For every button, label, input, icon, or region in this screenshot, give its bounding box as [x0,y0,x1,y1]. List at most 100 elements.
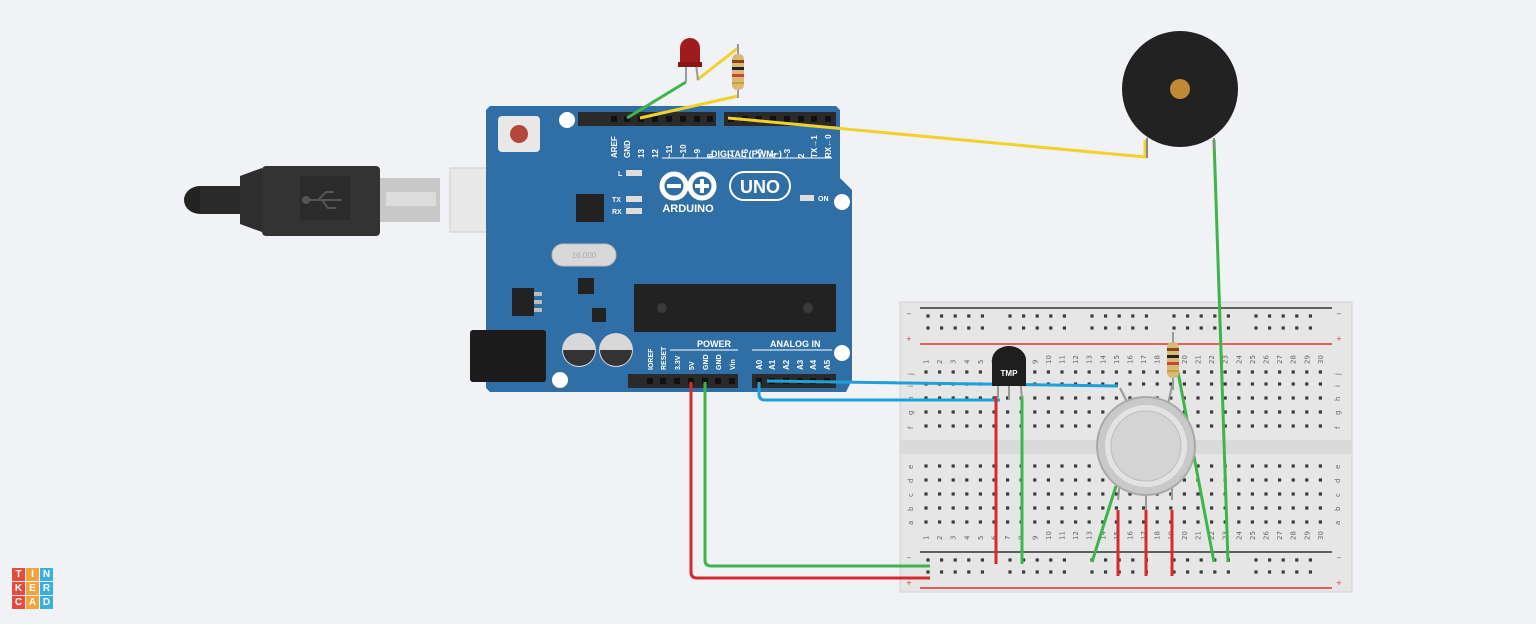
breadboard-hole[interactable] [1049,314,1053,318]
breadboard-hole[interactable] [1046,396,1050,400]
digital-header-left[interactable] [578,112,716,126]
breadboard-hole[interactable] [978,506,982,510]
breadboard-hole[interactable] [1033,370,1037,374]
breadboard-hole[interactable] [1278,382,1282,386]
breadboard-hole[interactable] [1308,326,1312,330]
breadboard-hole[interactable] [1131,558,1135,562]
breadboard-hole[interactable] [1210,370,1214,374]
breadboard-hole[interactable] [1237,410,1241,414]
breadboard-hole[interactable] [940,570,944,574]
breadboard-hole[interactable] [938,492,942,496]
wire-a1-blue[interactable] [766,379,1119,388]
breadboard-hole[interactable] [992,478,996,482]
breadboard-hole[interactable] [1155,382,1159,386]
breadboard-hole[interactable] [1101,396,1105,400]
breadboard-hole[interactable] [1033,464,1037,468]
breadboard-hole[interactable] [1196,370,1200,374]
header-pin[interactable] [715,378,721,384]
breadboard-hole[interactable] [1291,370,1295,374]
breadboard-hole[interactable] [1049,558,1053,562]
breadboard-hole[interactable] [1250,410,1254,414]
breadboard-hole[interactable] [1087,520,1091,524]
wire-gnd-green[interactable] [703,382,930,568]
breadboard-hole[interactable] [1223,370,1227,374]
breadboard-hole[interactable] [1144,314,1148,318]
breadboard-hole[interactable] [1142,370,1146,374]
breadboard-hole[interactable] [1291,382,1295,386]
breadboard-hole[interactable] [1281,570,1285,574]
breadboard-hole[interactable] [965,410,969,414]
breadboard-hole[interactable] [1237,382,1241,386]
breadboard-hole[interactable] [1250,478,1254,482]
breadboard-hole[interactable] [1104,326,1108,330]
arduino-uno-board[interactable]: 16.000 ARDUINO UNO L [470,106,852,392]
breadboard-hole[interactable] [1062,326,1066,330]
breadboard-hole[interactable] [1008,570,1012,574]
breadboard-hole[interactable] [1186,314,1190,318]
breadboard-hole[interactable] [1237,520,1241,524]
breadboard-hole[interactable] [1169,506,1173,510]
breadboard-hole[interactable] [1101,382,1105,386]
breadboard-hole[interactable] [1226,570,1230,574]
breadboard-hole[interactable] [1278,410,1282,414]
breadboard-hole[interactable] [978,370,982,374]
breadboard-hole[interactable] [924,520,928,524]
breadboard-hole[interactable] [1295,326,1299,330]
breadboard-hole[interactable] [1172,326,1176,330]
breadboard-hole[interactable] [1318,370,1322,374]
breadboard-hole[interactable] [1114,370,1118,374]
breadboard-hole[interactable] [965,424,969,428]
breadboard-hole[interactable] [980,570,984,574]
breadboard-hole[interactable] [1128,382,1132,386]
breadboard-hole[interactable] [1196,396,1200,400]
breadboard-hole[interactable] [1060,520,1064,524]
breadboard-hole[interactable] [1254,558,1258,562]
breadboard-hole[interactable] [1074,410,1078,414]
wire-led-yellow-2[interactable] [639,94,739,120]
breadboard-hole[interactable] [951,506,955,510]
breadboard-hole[interactable] [1223,382,1227,386]
breadboard-hole[interactable] [965,464,969,468]
breadboard-hole[interactable] [1305,464,1309,468]
breadboard-hole[interactable] [1087,424,1091,428]
breadboard-hole[interactable] [1090,570,1094,574]
header-pin[interactable] [660,378,666,384]
breadboard-hole[interactable] [1291,424,1295,428]
breadboard-hole[interactable] [1210,520,1214,524]
breadboard-hole[interactable] [1308,314,1312,318]
breadboard-hole[interactable] [1210,506,1214,510]
breadboard-hole[interactable] [992,464,996,468]
breadboard-hole[interactable] [924,506,928,510]
breadboard-hole[interactable] [1308,570,1312,574]
breadboard-hole[interactable] [1006,492,1010,496]
breadboard-hole[interactable] [940,314,944,318]
breadboard-hole[interactable] [1062,558,1066,562]
breadboard-hole[interactable] [1022,326,1026,330]
breadboard-hole[interactable] [1281,558,1285,562]
breadboard-hole[interactable] [1060,410,1064,414]
breadboard-hole[interactable] [951,410,955,414]
breadboard-hole[interactable] [938,396,942,400]
breadboard-hole[interactable] [1213,314,1217,318]
breadboard-hole[interactable] [938,506,942,510]
header-pin[interactable] [611,116,617,122]
wire-5v-red[interactable] [689,382,930,580]
breadboard-hole[interactable] [978,492,982,496]
breadboard-hole[interactable] [926,570,930,574]
breadboard-hole[interactable] [1046,478,1050,482]
breadboard-hole[interactable] [1291,396,1295,400]
breadboard-hole[interactable] [1226,326,1230,330]
breadboard-hole[interactable] [1291,492,1295,496]
breadboard-hole[interactable] [992,396,996,400]
breadboard-hole[interactable] [1318,396,1322,400]
breadboard-hole[interactable] [1210,382,1214,386]
breadboard-hole[interactable] [938,424,942,428]
breadboard-hole[interactable] [1087,492,1091,496]
breadboard-hole[interactable] [1199,326,1203,330]
breadboard-hole[interactable] [1155,370,1159,374]
breadboard-hole[interactable] [1172,314,1176,318]
breadboard-hole[interactable] [1237,396,1241,400]
breadboard-hole[interactable] [1250,520,1254,524]
breadboard-hole[interactable] [1182,478,1186,482]
breadboard-hole[interactable] [1074,464,1078,468]
